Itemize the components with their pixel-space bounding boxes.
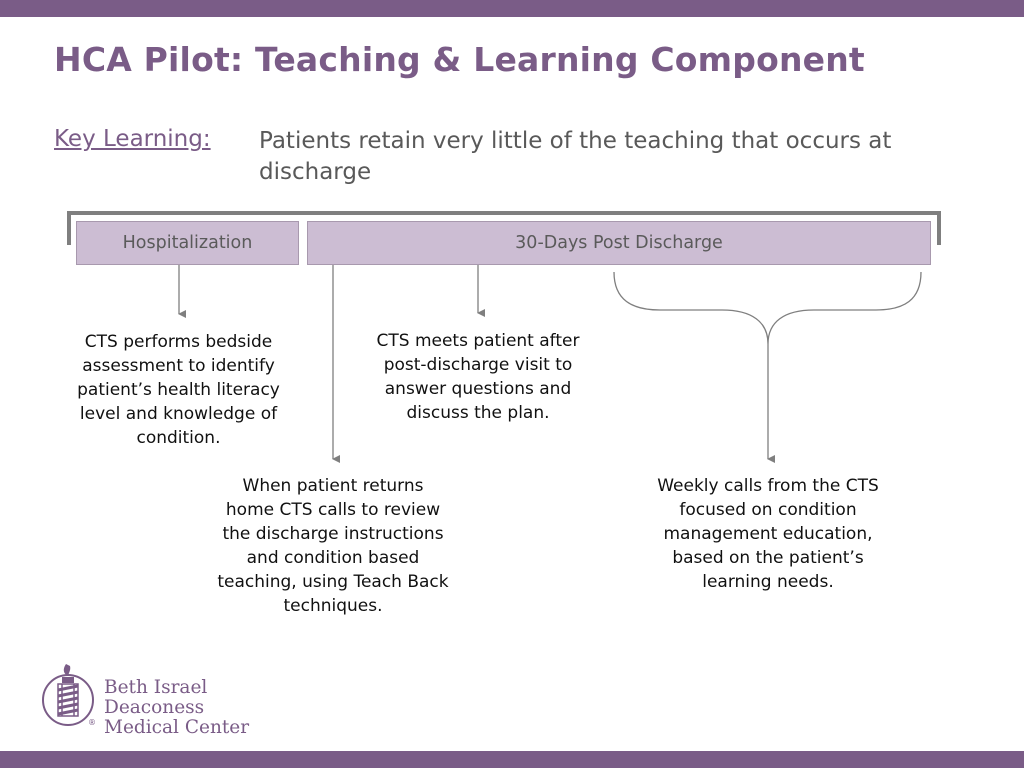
logo-line-2: Medical Center xyxy=(104,717,250,738)
step-home-call: When patient returns home CTS calls to r… xyxy=(217,476,449,616)
step-post-discharge-visit: CTS meets patient after post-discharge v… xyxy=(376,331,580,423)
bidmc-emblem-icon: ® xyxy=(42,664,96,727)
logo-line-1: Beth Israel Deaconess xyxy=(104,677,208,718)
logo-wordmark: Beth Israel Deaconess Medical Center xyxy=(104,678,310,738)
bidmc-logo: ® Beth Israel Deaconess Medical Center xyxy=(40,662,310,738)
timeline-bracket xyxy=(67,211,941,245)
slide-title: HCA Pilot: Teaching & Learning Component xyxy=(54,40,865,79)
top-accent-bar xyxy=(0,0,1024,17)
weekly-calls-brace xyxy=(613,271,922,345)
phase-hospitalization: Hospitalization xyxy=(76,221,299,265)
key-learning-text: Patients retain very little of the teach… xyxy=(259,128,892,185)
phase-post-discharge: 30-Days Post Discharge xyxy=(307,221,931,265)
step-bedside-assessment: CTS performs bedside assessment to ident… xyxy=(77,332,280,448)
step-weekly-calls: Weekly calls from the CTS focused on con… xyxy=(657,476,879,592)
registered-mark: ® xyxy=(88,718,96,727)
bottom-accent-bar xyxy=(0,751,1024,768)
key-learning-label: Key Learning: xyxy=(54,126,211,152)
